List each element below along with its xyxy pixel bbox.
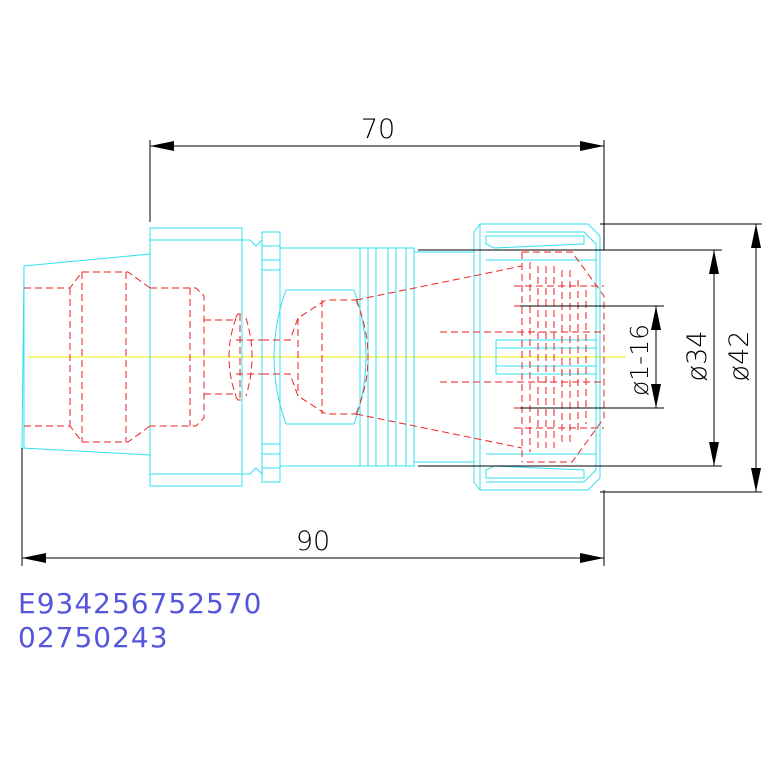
dimension-90-label: 90 [296, 526, 330, 557]
arrow-right-90 [580, 553, 604, 563]
arrow-bottom-bore [651, 384, 661, 408]
arrow-left-70 [150, 141, 174, 151]
dimension-arrows [22, 141, 761, 563]
part-code-line2: 02750243 [18, 621, 169, 654]
dimension-bore-label: ø1-16 [625, 324, 654, 396]
part-code-line1: E934256752570 [18, 587, 263, 620]
arrow-top-bore [651, 306, 661, 330]
arrow-top-34 [709, 250, 719, 274]
arrow-bottom-34 [709, 442, 719, 466]
arrow-left-90 [22, 553, 46, 563]
hidden-lines [24, 251, 605, 463]
arrow-right-70 [580, 141, 604, 151]
arrow-top-42 [751, 224, 761, 248]
dimension-70-label: 70 [361, 114, 395, 145]
arrow-bottom-42 [751, 468, 761, 492]
dimension-34-label: ø34 [682, 331, 713, 382]
dimension-42-label: ø42 [724, 331, 755, 382]
